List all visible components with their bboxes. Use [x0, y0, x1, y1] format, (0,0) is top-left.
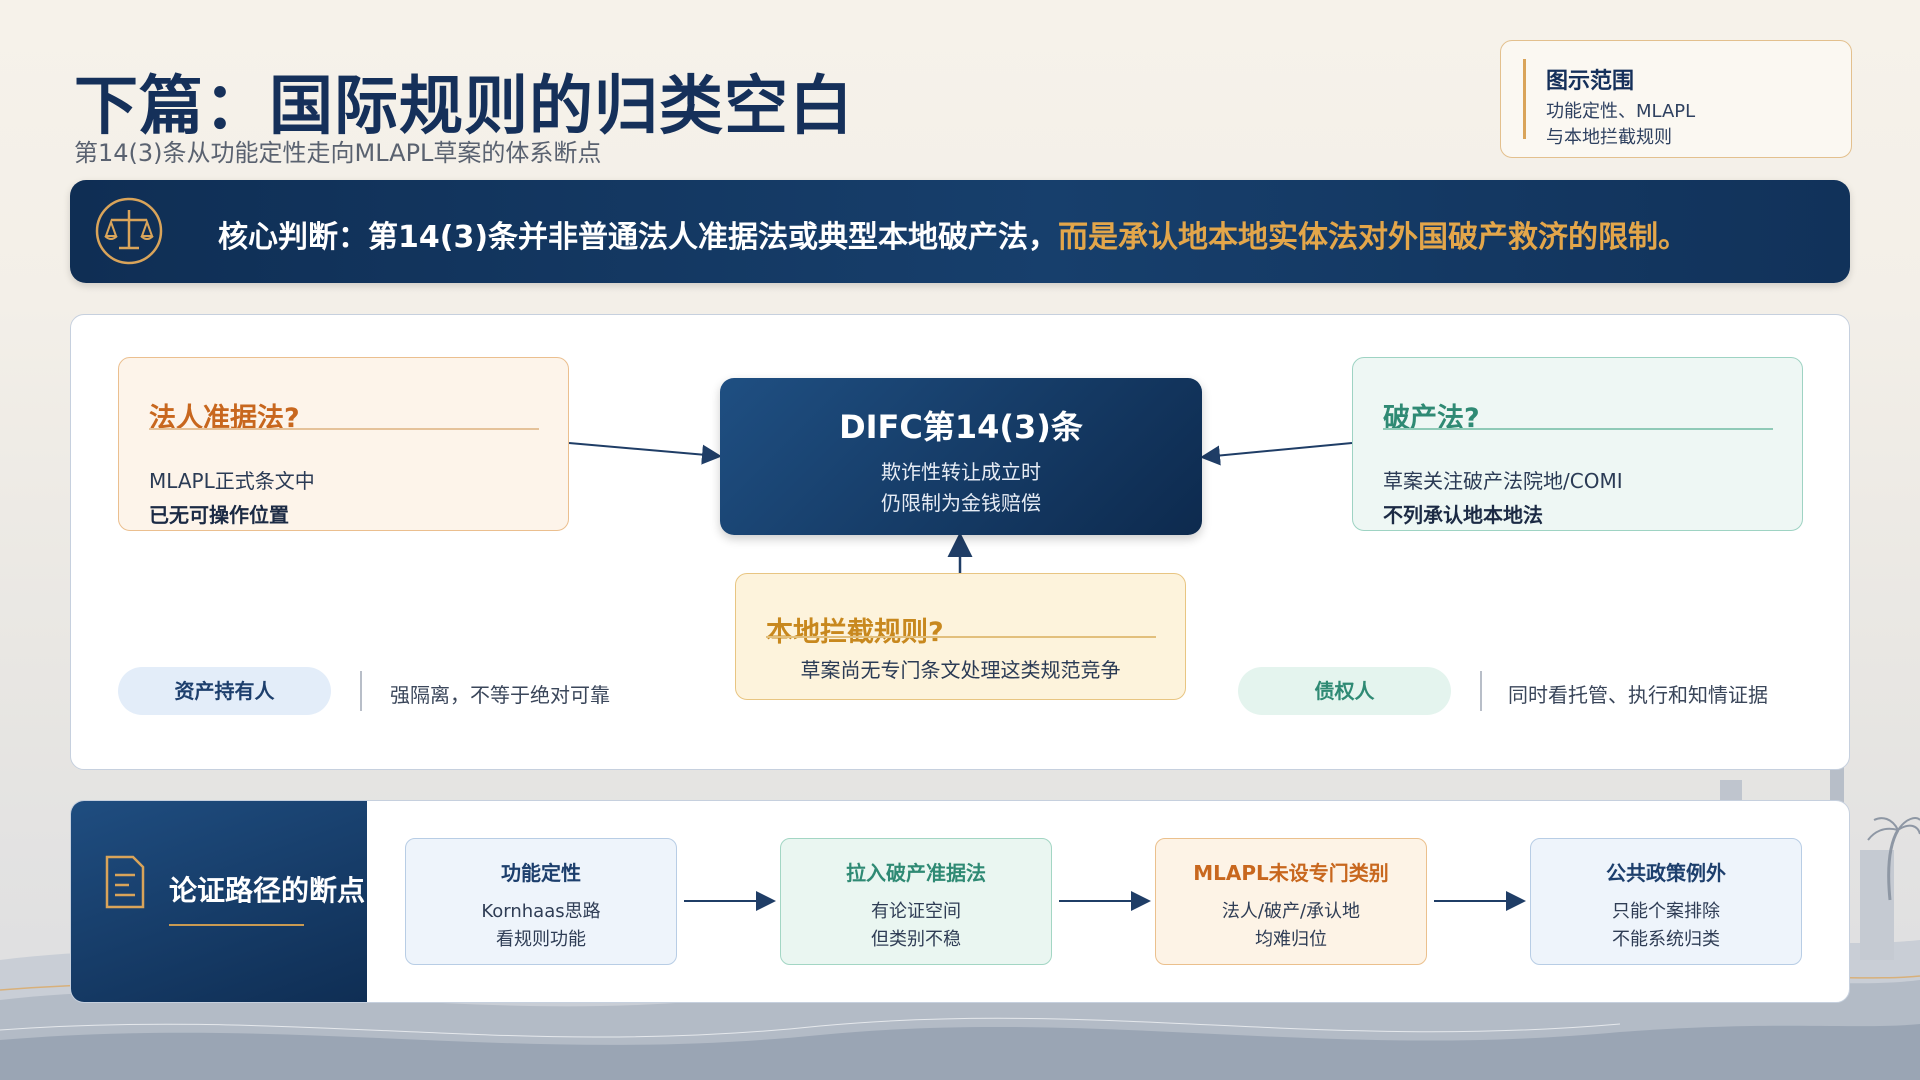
difc-article-line-2: 仍限制为金钱赔偿 — [881, 491, 1041, 515]
asset-holder-note: 强隔离，不等于绝对可靠 — [390, 683, 610, 707]
step-line: 有论证空间 — [871, 901, 961, 922]
divider — [1480, 671, 1482, 711]
core-judgment-highlight: 而是承认地本地实体法对外国破产救济的限制。 — [1058, 220, 1689, 255]
difc-article-title: DIFC第14(3)条 — [839, 408, 1083, 446]
step-title: 拉入破产准据法 — [846, 861, 986, 885]
local-blocking-rule-title: 本地拦截规则? — [766, 617, 944, 648]
core-judgment-main: 核心判断：第14(3)条并非普通法人准据法或典型本地破产法， — [218, 220, 1059, 255]
document-icon — [105, 855, 145, 909]
legal-person-law-body: MLAPL正式条文中 — [149, 469, 315, 493]
local-blocking-rule-card: 本地拦截规则? 草案尚无专门条文处理这类规范竞争 — [735, 573, 1186, 700]
creditor-note: 同时看托管、执行和知情证据 — [1508, 683, 1768, 707]
core-judgment-banner: 核心判断：第14(3)条并非普通法人准据法或典型本地破产法，而是承认地本地实体法… — [70, 180, 1850, 283]
scales-icon — [95, 197, 163, 265]
step-line: 只能个案排除 — [1612, 901, 1720, 922]
step-line: Kornhaas思路 — [481, 901, 601, 922]
page-title: 下篇：国际规则的归类空白 — [74, 70, 854, 144]
step-title: MLAPL未设专门类别 — [1193, 861, 1389, 885]
argument-path-title: 论证路径的断点 — [169, 874, 366, 907]
insolvency-law-card: 破产法? 草案关注破产法院地/COMI 不列承认地本地法 — [1352, 357, 1803, 531]
creditor-pill: 债权人 — [1238, 667, 1451, 715]
insolvency-law-conclusion: 不列承认地本地法 — [1383, 503, 1543, 527]
scope-box: 图示范围 功能定性、MLAPL 与本地拦截规则 — [1500, 40, 1852, 158]
argument-path-header: 论证路径的断点 — [71, 801, 367, 1002]
difc-article-line-1: 欺诈性转让成立时 — [881, 460, 1041, 484]
step-line: 法人/破产/承认地 — [1221, 901, 1361, 922]
legal-person-law-card: 法人准据法? MLAPL正式条文中 已无可操作位置 — [118, 357, 569, 531]
step-title: 公共政策例外 — [1606, 861, 1726, 885]
step-line: 看规则功能 — [496, 929, 586, 950]
scope-title: 图示范围 — [1546, 69, 1635, 94]
step-line: 均难归位 — [1255, 929, 1327, 950]
step-mlapl-category: MLAPL未设专门类别 法人/破产/承认地 均难归位 — [1155, 838, 1427, 965]
scope-line-1: 功能定性、MLAPL — [1546, 101, 1696, 122]
card-rule — [1383, 428, 1773, 430]
scope-accent-bar — [1523, 59, 1526, 139]
card-rule — [766, 636, 1156, 638]
asset-holder-pill: 资产持有人 — [118, 667, 331, 715]
argument-path-underline — [169, 924, 304, 926]
card-rule — [149, 428, 539, 430]
divider — [360, 671, 362, 711]
scope-line-2: 与本地拦截规则 — [1546, 127, 1672, 148]
step-functional-characterization: 功能定性 Kornhaas思路 看规则功能 — [405, 838, 677, 965]
core-judgment-text: 核心判断：第14(3)条并非普通法人准据法或典型本地破产法，而是承认地本地实体法… — [218, 212, 1688, 256]
step-public-policy: 公共政策例外 只能个案排除 不能系统归类 — [1530, 838, 1802, 965]
difc-article-card: DIFC第14(3)条 欺诈性转让成立时 仍限制为金钱赔偿 — [720, 378, 1202, 535]
insolvency-law-body: 草案关注破产法院地/COMI — [1383, 469, 1623, 493]
step-line: 但类别不稳 — [871, 929, 961, 950]
legal-person-law-conclusion: 已无可操作位置 — [149, 503, 289, 527]
step-title: 功能定性 — [501, 861, 581, 885]
step-line: 不能系统归类 — [1612, 929, 1720, 950]
step-insolvency-law: 拉入破产准据法 有论证空间 但类别不稳 — [780, 838, 1052, 965]
local-blocking-rule-body: 草案尚无专门条文处理这类规范竞争 — [800, 658, 1121, 682]
page-subtitle: 第14(3)条从功能定性走向MLAPL草案的体系断点 — [74, 139, 602, 167]
